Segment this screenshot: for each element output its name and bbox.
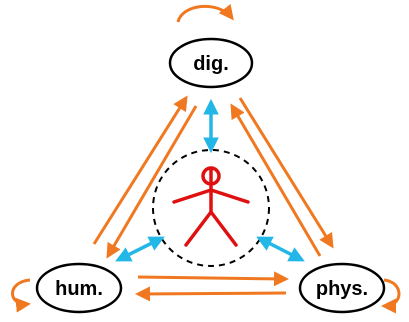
arrow-human-to-digital: [92, 95, 188, 245]
node-digital: dig.: [168, 37, 254, 89]
node-human: hum.: [35, 262, 123, 314]
node-digital-label: dig.: [193, 53, 229, 75]
link-agent-human: [115, 236, 165, 262]
human-self-loop-arrow: [11, 278, 31, 313]
node-physical-label: phys.: [316, 278, 368, 300]
arrow-digital-to-human: [106, 105, 198, 259]
agent-boundary-circle: [152, 149, 270, 267]
arrow-physical-to-digital: [230, 103, 322, 257]
node-physical: phys.: [298, 262, 386, 314]
arrow-physical-to-human: [135, 286, 287, 302]
physical-self-loop-arrow: [381, 278, 401, 314]
arrow-digital-to-physical: [238, 97, 334, 249]
link-agent-physical: [256, 236, 305, 262]
agent-figure-icon: [172, 166, 250, 247]
arrow-human-to-physical: [137, 271, 289, 287]
digital-self-loop-arrow: [176, 3, 234, 23]
node-human-label: hum.: [55, 278, 103, 300]
